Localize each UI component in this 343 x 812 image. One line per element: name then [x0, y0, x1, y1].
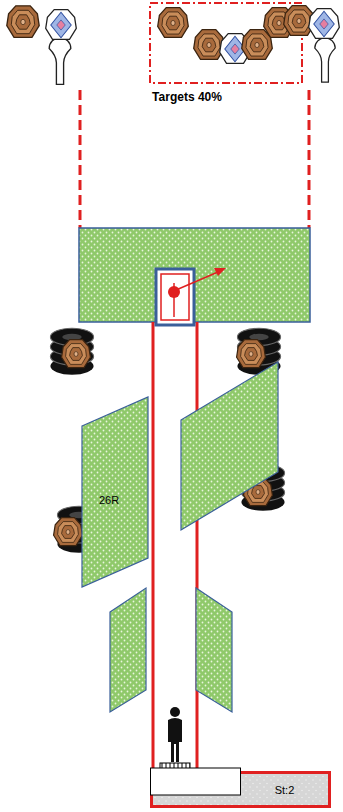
start-area: St:2	[150, 771, 331, 808]
node-text: St:2	[275, 784, 295, 796]
target-note: Targets 40%	[152, 90, 222, 104]
barrier-panel	[81, 396, 149, 588]
node-text: 26R	[99, 494, 119, 506]
start-area	[150, 771, 331, 808]
barrier-panel: 26R	[81, 396, 149, 588]
